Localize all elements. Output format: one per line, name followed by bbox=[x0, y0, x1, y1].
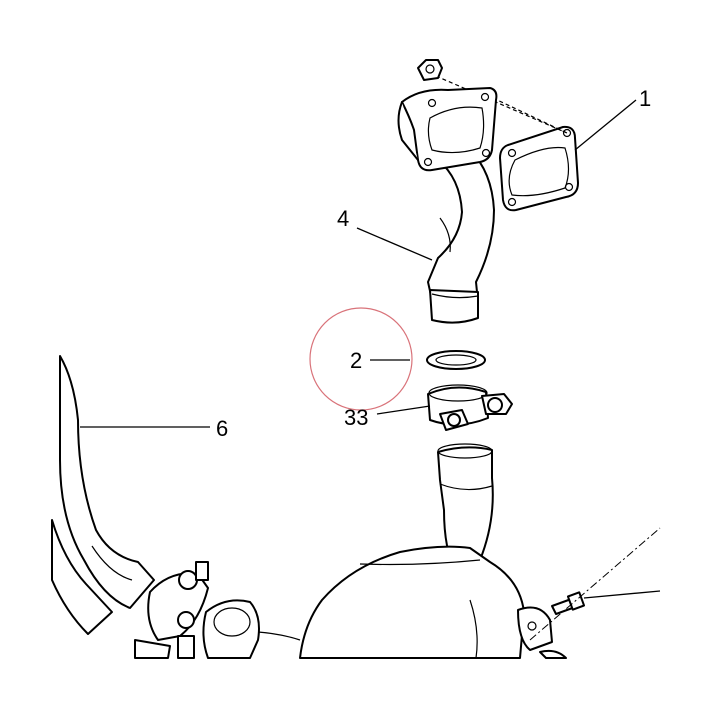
highlight-circle bbox=[309, 307, 413, 411]
part-6-left-pipe bbox=[51, 355, 155, 635]
callout-1: 1 bbox=[639, 86, 651, 111]
part-4-header-pipe bbox=[397, 87, 498, 324]
flange-nut bbox=[417, 59, 443, 81]
bracket-bolt bbox=[551, 591, 586, 615]
alignment-dashes bbox=[435, 75, 568, 134]
silencer-body bbox=[257, 545, 567, 659]
callout-6: 6 bbox=[216, 416, 228, 441]
dashed-leader-right bbox=[529, 527, 661, 641]
callout-2: 2 bbox=[350, 348, 362, 373]
part-2-seal-ring bbox=[426, 350, 486, 370]
lower-pipe bbox=[437, 443, 494, 573]
callout-33: 33 bbox=[344, 405, 368, 430]
part-33-clamp bbox=[427, 384, 513, 431]
left-clamp-assembly bbox=[134, 561, 260, 659]
leader-lines bbox=[80, 99, 661, 599]
callout-4: 4 bbox=[337, 206, 349, 231]
part-1-flange-gasket bbox=[499, 125, 579, 212]
